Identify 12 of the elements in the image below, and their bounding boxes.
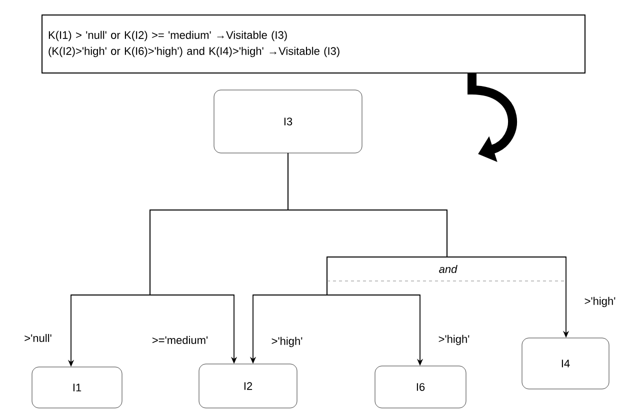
node-box: I1: [32, 366, 122, 408]
node-box: I3: [214, 90, 362, 154]
node-box: I4: [522, 338, 610, 390]
node-box: I2: [198, 364, 298, 408]
curved-arrow: [468, 74, 517, 162]
edge-label: >'high': [437, 334, 471, 346]
edge-label: >='medium': [150, 334, 210, 346]
edge-label: >'high': [270, 336, 304, 348]
edge-label: >'high': [583, 296, 617, 308]
operator-label: and: [439, 264, 458, 274]
edge-label: >'null': [23, 332, 53, 344]
node-box: I6: [374, 366, 466, 408]
